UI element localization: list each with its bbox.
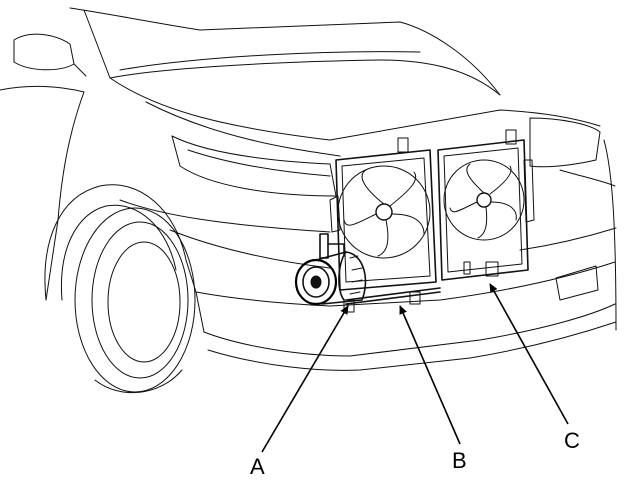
callout-leader-a (261, 305, 349, 453)
cooling-fan-right (443, 159, 525, 241)
callout-labels: A B C (250, 428, 580, 479)
vehicle-body (0, 7, 617, 394)
callout-label-a: A (250, 454, 265, 479)
callout-leader-c (489, 283, 569, 425)
radiator-fan-assembly (329, 129, 535, 291)
callout-leaders (261, 283, 569, 453)
side-mirror (13, 33, 75, 71)
bolt-c (485, 261, 499, 277)
headlight-right (529, 117, 601, 168)
front-wheel-rim (107, 241, 181, 363)
fan-shroud-right (437, 139, 529, 281)
lower-bracket (343, 261, 499, 313)
cooling-fan-left (337, 165, 431, 259)
fan-shroud-left (335, 149, 437, 291)
callout-label-b: B (452, 448, 467, 473)
bolt-b (409, 291, 421, 305)
ac-compressor (294, 233, 367, 306)
front-tire (74, 207, 196, 393)
headlight-left (171, 135, 337, 197)
callout-leader-b (399, 305, 461, 445)
callout-label-c: C (564, 428, 580, 453)
